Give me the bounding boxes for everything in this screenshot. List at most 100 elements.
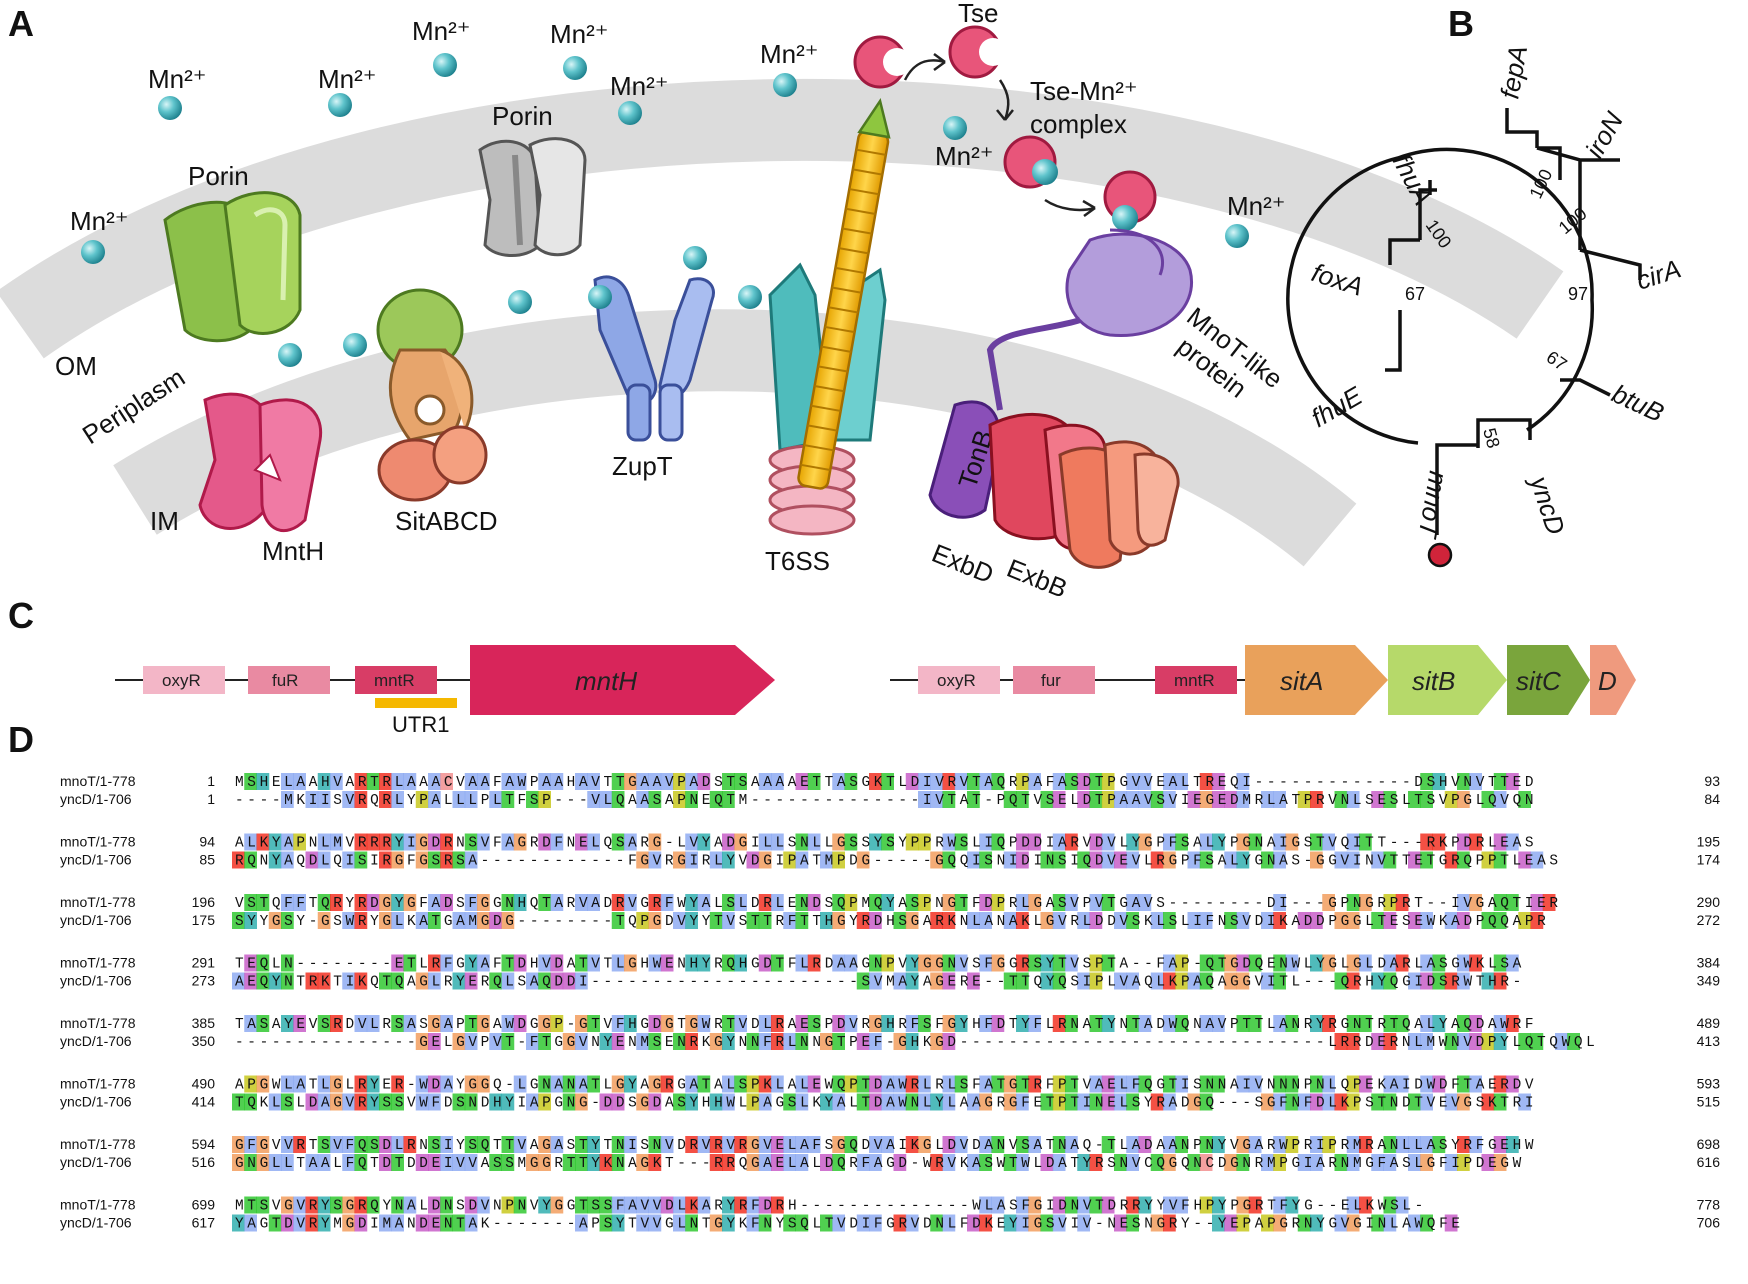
alignment-residue-highlight xyxy=(685,1033,698,1050)
alignment-end-position: 174 xyxy=(1697,852,1721,868)
alignment-residue-highlight xyxy=(611,1015,625,1032)
mn-ion xyxy=(563,56,587,80)
alignment-residue-highlight xyxy=(428,972,441,990)
alignment-residue-highlight xyxy=(1481,972,1495,990)
alignment-residue-highlight xyxy=(1236,1075,1250,1093)
alignment-residue-highlight xyxy=(1420,773,1433,790)
alignment-residue-highlight xyxy=(342,791,355,808)
tse-effector-1 xyxy=(853,35,911,89)
alignment-residue-highlight xyxy=(1444,1033,1458,1050)
alignment-residue-highlight xyxy=(685,833,698,851)
alignment-residue-highlight xyxy=(526,972,539,990)
alignment-residue-highlight xyxy=(268,851,282,869)
alignment-residue-highlight xyxy=(930,773,943,790)
tse-effector-2 xyxy=(948,25,1007,79)
alignment-end-position: 706 xyxy=(1697,1215,1721,1231)
alignment-residue-highlight xyxy=(440,1015,453,1032)
alignment-residue-highlight xyxy=(820,1154,833,1171)
alignment-residue-highlight xyxy=(1126,1196,1139,1214)
alignment-residue-highlight xyxy=(268,1214,282,1232)
alignment-residue-highlight xyxy=(807,833,821,851)
alignment-residue-highlight xyxy=(1089,1154,1103,1171)
alignment-residue-highlight xyxy=(575,773,588,790)
alignment-residue-highlight xyxy=(685,894,698,911)
alignment-residue-highlight xyxy=(1150,791,1164,808)
alignment-residue-highlight xyxy=(232,1154,245,1171)
alignment-residue-highlight xyxy=(1297,1093,1311,1111)
alignment-residue-highlight xyxy=(391,833,404,851)
alignment-residue-highlight xyxy=(979,773,992,790)
alignment-residue-highlight xyxy=(1089,912,1103,929)
alignment-residue-highlight xyxy=(832,1033,845,1050)
alignment-residue-highlight xyxy=(1187,912,1201,929)
alignment-residue-highlight xyxy=(893,1154,907,1171)
alignment-residue-highlight xyxy=(513,1015,527,1032)
alignment-residue-highlight xyxy=(611,894,625,911)
alignment-residue-highlight xyxy=(1334,851,1348,869)
alignment-residue-highlight xyxy=(403,954,417,972)
alignment-residue-highlight xyxy=(1273,1196,1286,1214)
alignment-residue-highlight xyxy=(1285,833,1299,851)
alignment-residue-highlight xyxy=(1016,851,1029,869)
alignment-residue-highlight xyxy=(526,1033,539,1050)
alignment-residue-highlight xyxy=(1101,851,1115,869)
alignment-residue-highlight xyxy=(1273,1075,1286,1093)
mn-label: Mn²⁺ xyxy=(1227,191,1286,221)
alignment-residue-highlight xyxy=(869,1154,882,1171)
alignment-residue-highlight xyxy=(1518,791,1531,808)
alignment-start-position: 385 xyxy=(192,1015,216,1031)
alignment-residue-highlight xyxy=(464,912,478,929)
utr1-bar xyxy=(375,698,457,708)
alignment-residue-highlight xyxy=(734,833,747,851)
alignment-residue-highlight xyxy=(305,791,319,808)
alignment-residue-highlight xyxy=(366,833,380,851)
alignment-residue-highlight xyxy=(1493,851,1507,869)
alignment-residue-highlight xyxy=(1077,912,1090,929)
alignment-residue-highlight xyxy=(464,833,478,851)
alignment-residue-highlight xyxy=(954,1136,968,1153)
alignment-residue-highlight xyxy=(513,894,527,911)
alignment-residue-highlight xyxy=(1346,1015,1360,1032)
alignment-residue-highlight xyxy=(771,833,784,851)
alignment-sequence: SYYGSY-GSWRYGLKATGAMGDG--------TQPGDVYYT… xyxy=(235,914,1546,930)
alignment-residue-highlight xyxy=(440,773,453,790)
alignment-residue-highlight xyxy=(1518,1033,1531,1050)
alignment-residue-highlight xyxy=(403,894,417,911)
alignment-residue-highlight xyxy=(1346,912,1360,929)
alignment-residue-highlight xyxy=(550,1196,564,1214)
alignment-residue-highlight xyxy=(1028,954,1041,972)
alignment-residue-highlight xyxy=(538,1033,551,1050)
fur-box xyxy=(248,666,330,694)
alignment-residue-highlight xyxy=(709,912,723,929)
alignment-seq-name: mnoT/1-778 xyxy=(60,1136,136,1152)
alignment-residue-highlight xyxy=(1028,1075,1041,1093)
alignment-residue-highlight xyxy=(379,773,392,790)
alignment-residue-highlight xyxy=(391,1093,404,1111)
alignment-residue-highlight xyxy=(783,1033,796,1050)
alignment-residue-highlight xyxy=(722,1033,735,1050)
alignment-residue-highlight xyxy=(317,1015,331,1032)
alignment-residue-highlight xyxy=(611,1196,625,1214)
alignment-residue-highlight xyxy=(1212,773,1225,790)
alignment-residue-highlight xyxy=(317,851,331,869)
alignment-residue-highlight xyxy=(1236,1214,1250,1232)
alignment-residue-highlight xyxy=(1028,1214,1041,1232)
alignment-residue-highlight xyxy=(281,851,294,869)
alignment-residue-highlight xyxy=(256,894,270,911)
alignment-residue-highlight xyxy=(746,1196,760,1214)
alignment-residue-highlight xyxy=(918,773,931,790)
alignment-residue-highlight xyxy=(942,894,956,911)
alignment-residue-highlight xyxy=(575,1214,588,1232)
mntr-box xyxy=(355,666,437,694)
alignment-residue-highlight xyxy=(881,773,894,790)
alignment-residue-highlight xyxy=(979,954,992,972)
alignment-residue-highlight xyxy=(428,791,441,808)
alignment-residue-highlight xyxy=(268,1154,282,1171)
alignment-residue-highlight xyxy=(1163,773,1176,790)
t6ss-label: T6SS xyxy=(765,546,830,576)
alignment-residue-highlight xyxy=(624,773,637,790)
alignment-residue-highlight xyxy=(1371,791,1384,808)
alignment-residue-highlight xyxy=(722,954,735,972)
alignment-residue-highlight xyxy=(440,851,453,869)
alignment-residue-highlight xyxy=(758,833,772,851)
